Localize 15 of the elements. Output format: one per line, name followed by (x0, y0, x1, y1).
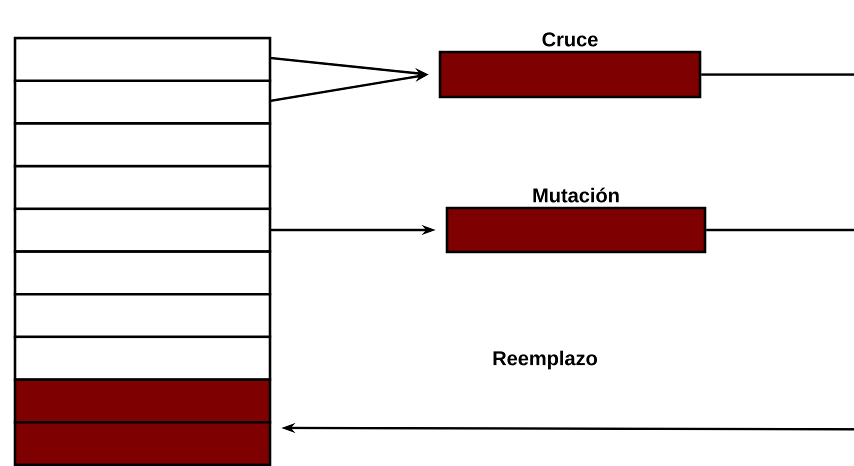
operator-box: Mutación (446, 188, 706, 254)
node-label: Cruce (542, 32, 598, 46)
stack-row (14, 420, 272, 466)
stack-row (14, 378, 272, 424)
operator-box: Cruce (438, 32, 702, 98)
stack-row (14, 208, 272, 253)
stack-row (14, 164, 272, 210)
stack-row (14, 250, 272, 296)
node-label: Mutación (533, 188, 619, 202)
stack-row (14, 122, 272, 168)
stack-row (14, 292, 272, 338)
stack-row (14, 79, 272, 125)
stack-row (14, 336, 272, 381)
stack-row (14, 36, 272, 82)
edge-label: Reemplazo (490, 348, 600, 372)
